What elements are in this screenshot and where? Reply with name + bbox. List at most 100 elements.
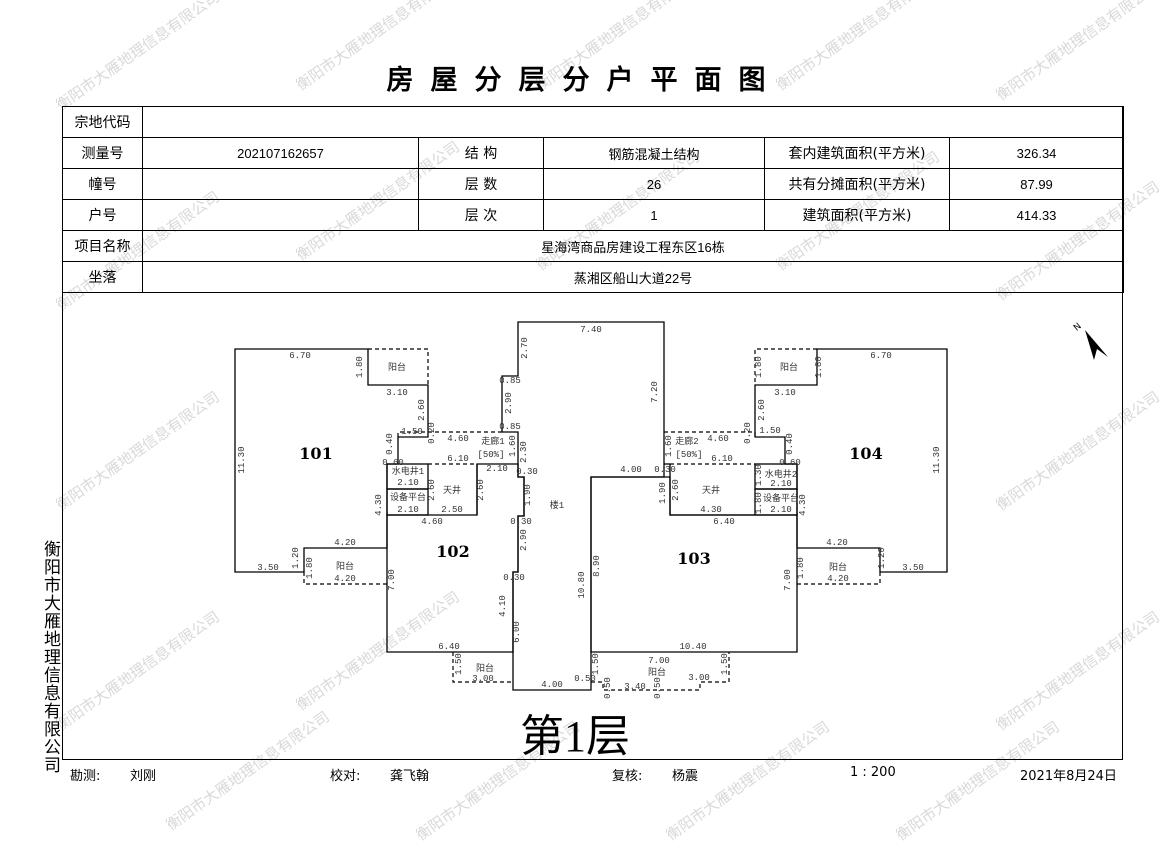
balcony-101-top	[368, 348, 429, 385]
dimension-label: 2.60	[757, 399, 767, 421]
dimension-label: 2.10	[486, 464, 508, 474]
dimension-label: 4.20	[826, 538, 848, 548]
dimension-label: 6.40	[713, 517, 735, 527]
north-label: N	[1072, 322, 1084, 334]
dimension-label: 2.70	[520, 337, 530, 359]
dimension-label: 2.60	[417, 399, 427, 421]
north-arrow: N	[1072, 322, 1108, 360]
dimension-label: 0.85	[499, 376, 521, 386]
dimension-label: 1.20	[291, 547, 301, 569]
area-label: 阳台	[476, 662, 494, 674]
dimension-label: 1.30	[754, 464, 764, 486]
dimension-label: 6.00	[512, 621, 522, 643]
dimension-label: 0.50	[653, 677, 663, 699]
dimension-label: 1.50	[591, 653, 601, 675]
dimension-label: 8.90	[592, 555, 602, 577]
dimension-label: 2.10	[397, 478, 419, 488]
dimension-label: 1.50	[720, 653, 730, 675]
area-label: 阳台	[829, 561, 847, 573]
dimension-label: 1.80	[305, 557, 315, 579]
dimension-label: 0.60	[779, 458, 801, 468]
dimension-label: 4.60	[707, 434, 729, 444]
reviewer-name: 杨震	[672, 769, 699, 784]
dimension-label: 2.10	[770, 479, 792, 489]
dimension-label: 4.10	[498, 595, 508, 617]
floors-value: 26	[543, 168, 765, 200]
floor-no-value: 1	[543, 199, 765, 231]
dimension-label: 4.20	[334, 538, 356, 548]
structure-value: 钢筋混凝土结构	[543, 137, 765, 169]
dimension-label: 1.80	[754, 356, 764, 378]
dimension-label: 4.00	[541, 680, 563, 690]
dimension-label: 11.30	[237, 446, 247, 473]
dimension-label: 4.20	[827, 574, 849, 584]
dimension-label: 0.20	[427, 422, 437, 444]
dimension-label: 1.20	[877, 547, 887, 569]
dimension-label: 4.30	[700, 505, 722, 515]
area-label: 阳台	[648, 666, 666, 678]
scale-text: 1 : 200	[850, 765, 896, 780]
checker-name: 龚飞翰	[390, 769, 430, 784]
platform-1	[386, 488, 429, 516]
dimension-label: 1.80	[754, 492, 764, 514]
dimension-label: 7.00	[648, 656, 670, 666]
building-area-label: 建筑面积(平方米)	[764, 199, 950, 231]
dimension-label: 6.10	[711, 454, 733, 464]
surveyor-label: 勘测:	[70, 769, 101, 784]
dimension-label: 1.80	[355, 356, 365, 378]
dimension-label: 1.50	[454, 653, 464, 675]
dimension-label: 11.30	[932, 446, 942, 473]
balcony-102	[452, 652, 513, 683]
dimension-label: 6.40	[438, 642, 460, 652]
dimension-label: 6.70	[289, 351, 311, 361]
dimension-label: 0.20	[743, 422, 753, 444]
company-vertical-text: 衡阳市大雁地理信息有限公司	[40, 540, 60, 774]
dimension-label: 2.90	[519, 529, 529, 551]
room-label-104: 104	[849, 444, 882, 463]
parcel-code-label: 宗地代码	[62, 106, 143, 138]
dimension-label: 3.00	[472, 674, 494, 684]
dimension-label: 0.40	[785, 433, 795, 455]
surveyor-name: 刘刚	[130, 769, 157, 784]
dimension-label: 1.80	[814, 356, 824, 378]
room-label-103: 103	[677, 549, 710, 568]
dimension-label: 3.50	[257, 563, 279, 573]
dimension-label: 0.30	[654, 465, 676, 475]
area-label: 水电井2	[765, 468, 797, 480]
dimension-label: 3.10	[774, 388, 796, 398]
dimension-label: 0.30	[503, 573, 525, 583]
reviewer-label: 复核:	[612, 769, 643, 784]
floor-label: 第1层	[520, 712, 630, 761]
dimension-label: 0.50	[574, 674, 596, 684]
area-label: 设备平台	[763, 492, 799, 504]
building-area-value: 414.33	[948, 199, 1125, 231]
dimension-label: 4.30	[374, 494, 384, 516]
building-no-label: 幢号	[62, 168, 143, 200]
dimension-label: 4.00	[620, 465, 642, 475]
area-label: 阳台	[780, 361, 798, 373]
area-label: 阳台	[388, 361, 406, 373]
date-text: 2021年8月24日	[1020, 769, 1117, 784]
corridor-1	[397, 431, 502, 437]
dimension-label: 7.00	[387, 569, 397, 591]
balcony-104-bottom	[797, 572, 881, 585]
area-label: 设备平台	[390, 491, 426, 503]
room-label-102: 102	[436, 542, 469, 561]
project-label: 项目名称	[62, 230, 143, 262]
dimension-label: 2.60	[671, 479, 681, 501]
dimension-label: 2.10	[770, 505, 792, 515]
area-label: 楼1	[550, 499, 564, 511]
area-label: 水电井1	[392, 465, 424, 477]
dimension-label: 7.00	[783, 569, 793, 591]
dimension-label: 2.60	[476, 479, 486, 501]
dimension-label: 4.60	[421, 517, 443, 527]
dimension-label: 3.10	[386, 388, 408, 398]
dimension-label: 6.10	[447, 454, 469, 464]
dimension-label: 1.50	[759, 426, 781, 436]
dimension-label: 2.50	[441, 505, 463, 515]
dimension-label: 1.60	[664, 435, 674, 457]
dimension-label: 1.90	[523, 484, 533, 506]
dimension-label: [50%]	[675, 450, 702, 460]
corridor-2	[664, 431, 756, 437]
area-label: 阳台	[336, 560, 354, 572]
